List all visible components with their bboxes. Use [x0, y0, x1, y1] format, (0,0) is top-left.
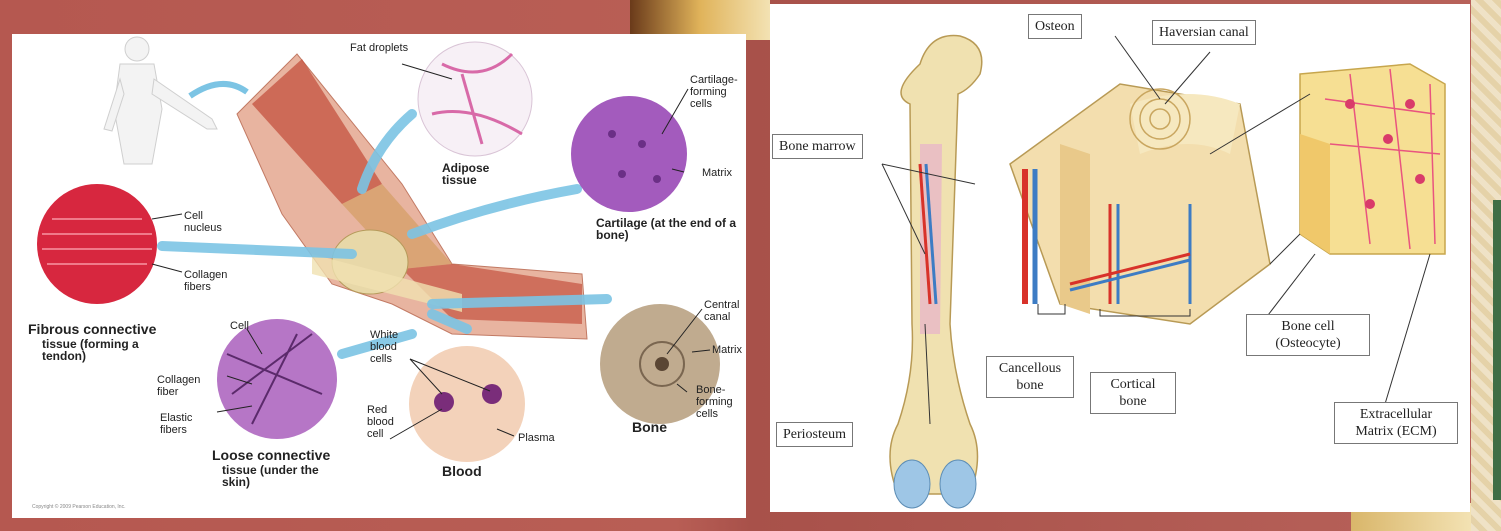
ecm-magnified-section — [1300, 64, 1445, 254]
label-red-blood-cell: Red blood cell — [367, 404, 407, 440]
label-cancellous-bone: Cancellous bone — [986, 356, 1074, 398]
label-cartilage-forming-cells: Cartilage-forming cells — [690, 74, 746, 110]
label-periosteum: Periosteum — [776, 422, 853, 447]
decorative-border — [1471, 0, 1501, 531]
long-bone-illustration — [890, 36, 982, 508]
label-bone-forming-cells: Bone-forming cells — [696, 384, 746, 420]
label-cartilage: Cartilage (at the end of a bone) — [596, 217, 746, 241]
label-elastic-fibers: Elastic fibers — [160, 412, 215, 436]
label-cortical-bone: Cortical bone — [1090, 372, 1176, 414]
label-fibrous-subtitle: tissue (forming a tendon) — [42, 338, 152, 362]
label-ecm: Extracellular Matrix (ECM) — [1334, 402, 1458, 444]
label-osteon: Osteon — [1028, 14, 1082, 39]
label-haversian-canal: Haversian canal — [1152, 20, 1256, 45]
label-matrix-cartilage: Matrix — [702, 167, 732, 179]
label-plasma: Plasma — [518, 432, 555, 444]
label-bone-cell-osteocyte: Bone cell (Osteocyte) — [1246, 314, 1370, 356]
label-loose-connective: Loose connective — [212, 448, 330, 463]
cartilage-micrograph — [571, 96, 687, 212]
label-collagen-fibers: Collagen fibers — [184, 269, 239, 293]
label-bone: Bone — [632, 420, 667, 435]
blood-micrograph — [409, 346, 525, 462]
label-blood: Blood — [442, 464, 482, 479]
label-fat-droplets: Fat droplets — [350, 42, 410, 54]
label-collagen-fiber: Collagen fiber — [157, 374, 217, 398]
pointer-arrow — [190, 84, 247, 96]
label-fibrous-connective: Fibrous connective — [28, 322, 156, 337]
label-central-canal: Central canal — [704, 299, 744, 323]
label-cell-nucleus: Cell nucleus — [184, 210, 234, 234]
label-white-blood-cells: White blood cells — [370, 329, 418, 365]
adipose-tissue-micrograph — [418, 42, 532, 156]
human-figure-icon — [104, 37, 217, 164]
label-bone-marrow: Bone marrow — [772, 134, 863, 159]
fibrous-tissue-micrograph — [37, 184, 157, 304]
connective-tissue-diagram: Fat droplets Adipose tissue Cartilage-fo… — [12, 34, 746, 518]
connective-tissue-illustration — [12, 34, 746, 518]
label-cell: Cell — [230, 320, 249, 332]
label-adipose-tissue: Adipose tissue — [442, 162, 522, 186]
bone-structure-diagram: Osteon Haversian canal Bone marrow Cance… — [770, 4, 1470, 512]
bone-cross-section — [1010, 84, 1270, 324]
label-matrix-bone: Matrix — [712, 344, 742, 356]
label-loose-subtitle: tissue (under the skin) — [222, 464, 332, 488]
copyright-notice: Copyright © 2009 Pearson Education, Inc. — [32, 504, 125, 510]
